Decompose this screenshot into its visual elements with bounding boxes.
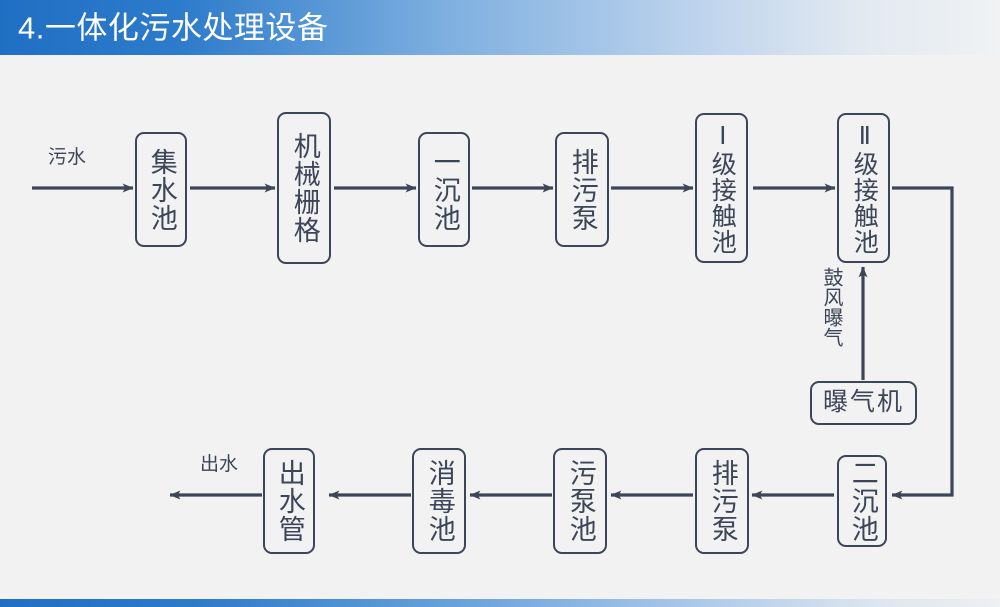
node-aerator[interactable]: 曝气机	[810, 381, 917, 425]
slide-title-bar: 4.一体化污水处理设备	[0, 0, 1000, 55]
node-sewage-pump-bottom[interactable]: 排污泵	[695, 448, 749, 554]
node-collection-tank[interactable]: 集水池	[135, 132, 187, 247]
aeration-label: 鼓风曝气	[820, 267, 842, 347]
node-sewage-pump-top[interactable]: 排污泵	[555, 132, 609, 247]
node-disinfection-tank[interactable]: 消毒池	[412, 448, 466, 554]
node-contact-tank-2[interactable]: Ⅱ级接触池	[837, 113, 890, 263]
connector-layer	[32, 183, 954, 500]
slide-bottom-accent-bar	[0, 599, 1000, 607]
node-sludge-pump-tank[interactable]: 污泵池	[553, 448, 607, 554]
edge-n6-to-n8	[891, 186, 954, 500]
page-title: 4.一体化污水处理设备	[18, 10, 329, 45]
node-primary-sedimentation-tank[interactable]: 一沉池	[418, 132, 470, 247]
process-flow-diagram: 污水 出水 鼓风曝气 集水池 机械栅格 一沉池 排污泵 Ⅰ级接触池 Ⅱ级接触池 …	[0, 55, 1000, 599]
node-secondary-sedimentation-tank[interactable]: 二沉池	[837, 455, 887, 547]
node-outlet-pipe[interactable]: 出水管	[263, 448, 315, 554]
node-mechanical-grating[interactable]: 机械栅格	[277, 112, 331, 264]
node-contact-tank-1[interactable]: Ⅰ级接触池	[695, 113, 748, 263]
inlet-label: 污水	[48, 147, 87, 168]
outlet-label: 出水	[200, 454, 239, 475]
